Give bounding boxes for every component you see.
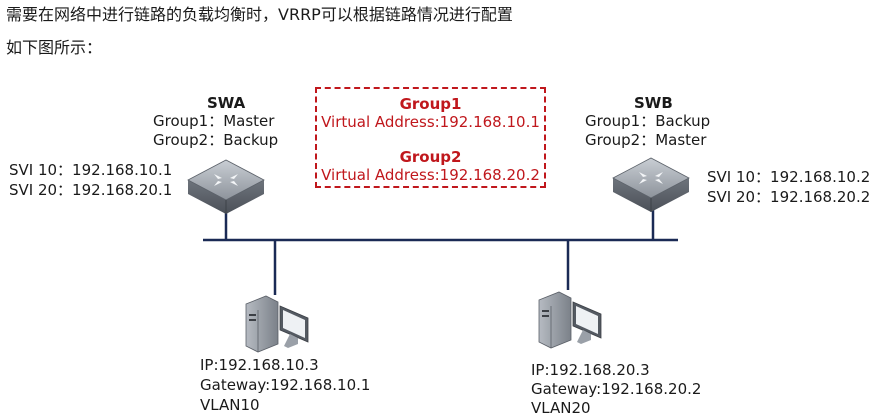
pc-icon	[538, 291, 602, 349]
pc1-vlan: VLAN10	[200, 396, 260, 414]
swa-group1-role: Group1：Master	[153, 112, 275, 130]
intro-line-2: 如下图所示：	[6, 38, 103, 57]
vip-group1-title: Group1	[399, 95, 462, 113]
vip-group2-address: Virtual Address:192.168.20.2	[321, 166, 540, 184]
swb-svi10: SVI 10：192.168.10.2	[707, 168, 871, 186]
switch-icon	[187, 159, 265, 214]
pc2-vlan: VLAN20	[531, 399, 591, 417]
swa-svi20: SVI 20：192.168.20.1	[9, 181, 173, 199]
pc1-gateway: Gateway:192.168.10.1	[200, 376, 371, 394]
pc2-ip: IP:192.168.20.3	[531, 361, 650, 379]
virtual-address-box	[315, 87, 546, 188]
pc-icon	[245, 295, 309, 353]
swb-svi20: SVI 20：192.168.20.2	[707, 188, 871, 206]
intro-line-1: 需要在网络中进行链路的负载均衡时，VRRP可以根据链路情况进行配置	[6, 5, 513, 24]
swa-name: SWA	[207, 94, 246, 112]
swb-name: SWB	[634, 94, 673, 112]
vip-group1-address: Virtual Address:192.168.10.1	[321, 113, 540, 131]
pc1-ip: IP:192.168.10.3	[200, 356, 319, 374]
swa-svi10: SVI 10：192.168.10.1	[9, 161, 173, 179]
swa-group2-role: Group2：Backup	[153, 131, 279, 149]
pc2-gateway: Gateway:192.168.20.2	[531, 380, 702, 398]
swb-group2-role: Group2：Master	[585, 131, 707, 149]
switch-icon	[612, 157, 690, 212]
swb-group1-role: Group1：Backup	[585, 112, 711, 130]
vip-group2-title: Group2	[399, 148, 462, 166]
